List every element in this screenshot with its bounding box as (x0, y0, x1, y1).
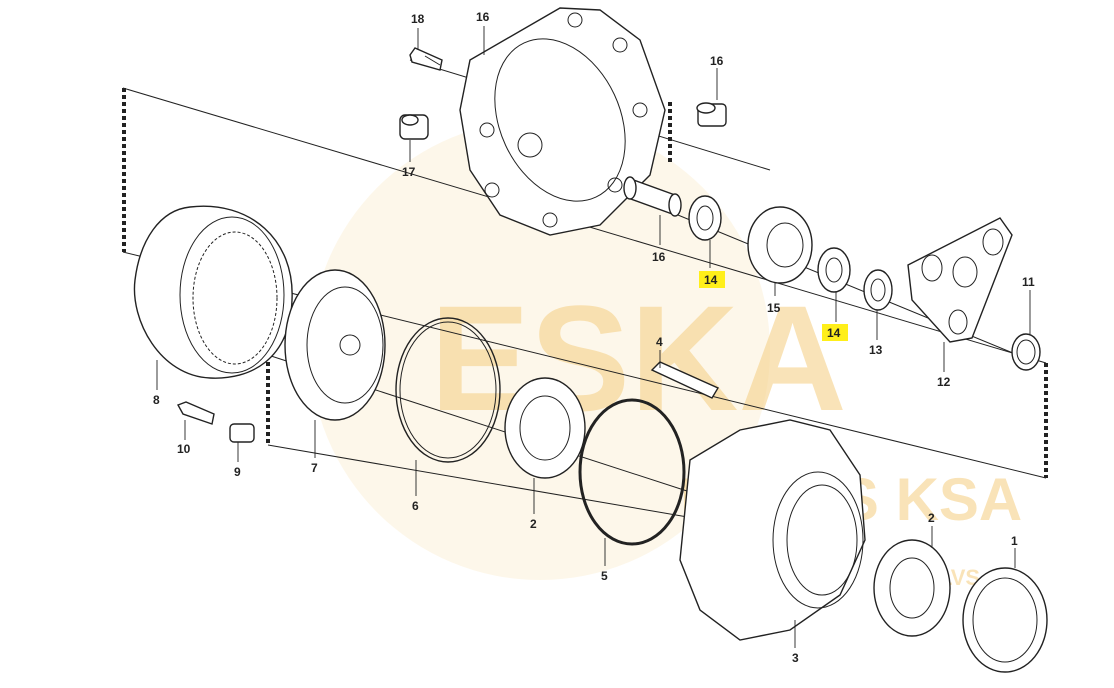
callout-16-shaft: 16 (652, 250, 666, 264)
bearing-2b (873, 539, 951, 637)
callouts: 18 16 16 17 16 14 15 14 13 12 11 8 10 9 … (153, 10, 1035, 665)
plate-12 (907, 217, 1013, 343)
snap-ring-11 (1011, 333, 1041, 371)
callout-4: 4 (656, 335, 663, 349)
callout-12: 12 (937, 375, 951, 389)
cover-housing (459, 7, 666, 236)
callout-8: 8 (153, 393, 160, 407)
callout-13: 13 (869, 343, 883, 357)
callout-9: 9 (234, 465, 241, 479)
sleeve-9 (229, 423, 255, 443)
callout-2-bearing-left: 2 (530, 517, 537, 531)
ring-gear-8 (133, 205, 293, 379)
callout-2-bearing-right: 2 (928, 511, 935, 525)
stud-4 (650, 361, 720, 399)
seal-1 (962, 567, 1048, 673)
callout-7: 7 (311, 461, 318, 475)
callout-6: 6 (412, 499, 419, 513)
callout-16-plug: 16 (710, 54, 724, 68)
callout-1: 1 (1011, 534, 1018, 548)
callout-5: 5 (601, 569, 608, 583)
callout-3: 3 (792, 651, 799, 665)
gear-15 (747, 206, 813, 284)
bolt-18 (409, 47, 443, 71)
plug-16 (696, 102, 727, 127)
gear-14b (817, 247, 851, 293)
o-ring-5 (578, 398, 686, 546)
leader-lines (156, 26, 1031, 648)
highlight-14a (699, 271, 725, 288)
bolt-10 (176, 401, 215, 425)
callout-11: 11 (1022, 275, 1035, 289)
housing-3 (679, 419, 866, 641)
callout-14b: 14 (827, 326, 841, 340)
washer-13 (863, 269, 893, 311)
plug-17 (399, 114, 429, 140)
highlight-14b (822, 324, 848, 341)
callout-16-cover: 16 (476, 10, 490, 24)
planet-carrier-7 (284, 269, 386, 421)
callout-15: 15 (767, 301, 781, 315)
snap-ring-6 (395, 317, 501, 463)
callout-14a: 14 (704, 273, 718, 287)
callout-18: 18 (411, 12, 425, 26)
watermark-brand: ESKA (430, 274, 847, 442)
watermark: ESKA PARTS KSA VALVS (310, 120, 1022, 590)
bearing-2a (504, 377, 586, 479)
gear-14a (688, 195, 722, 241)
callout-17: 17 (402, 165, 416, 179)
shaft-16 (623, 176, 682, 217)
callout-10: 10 (177, 442, 191, 456)
